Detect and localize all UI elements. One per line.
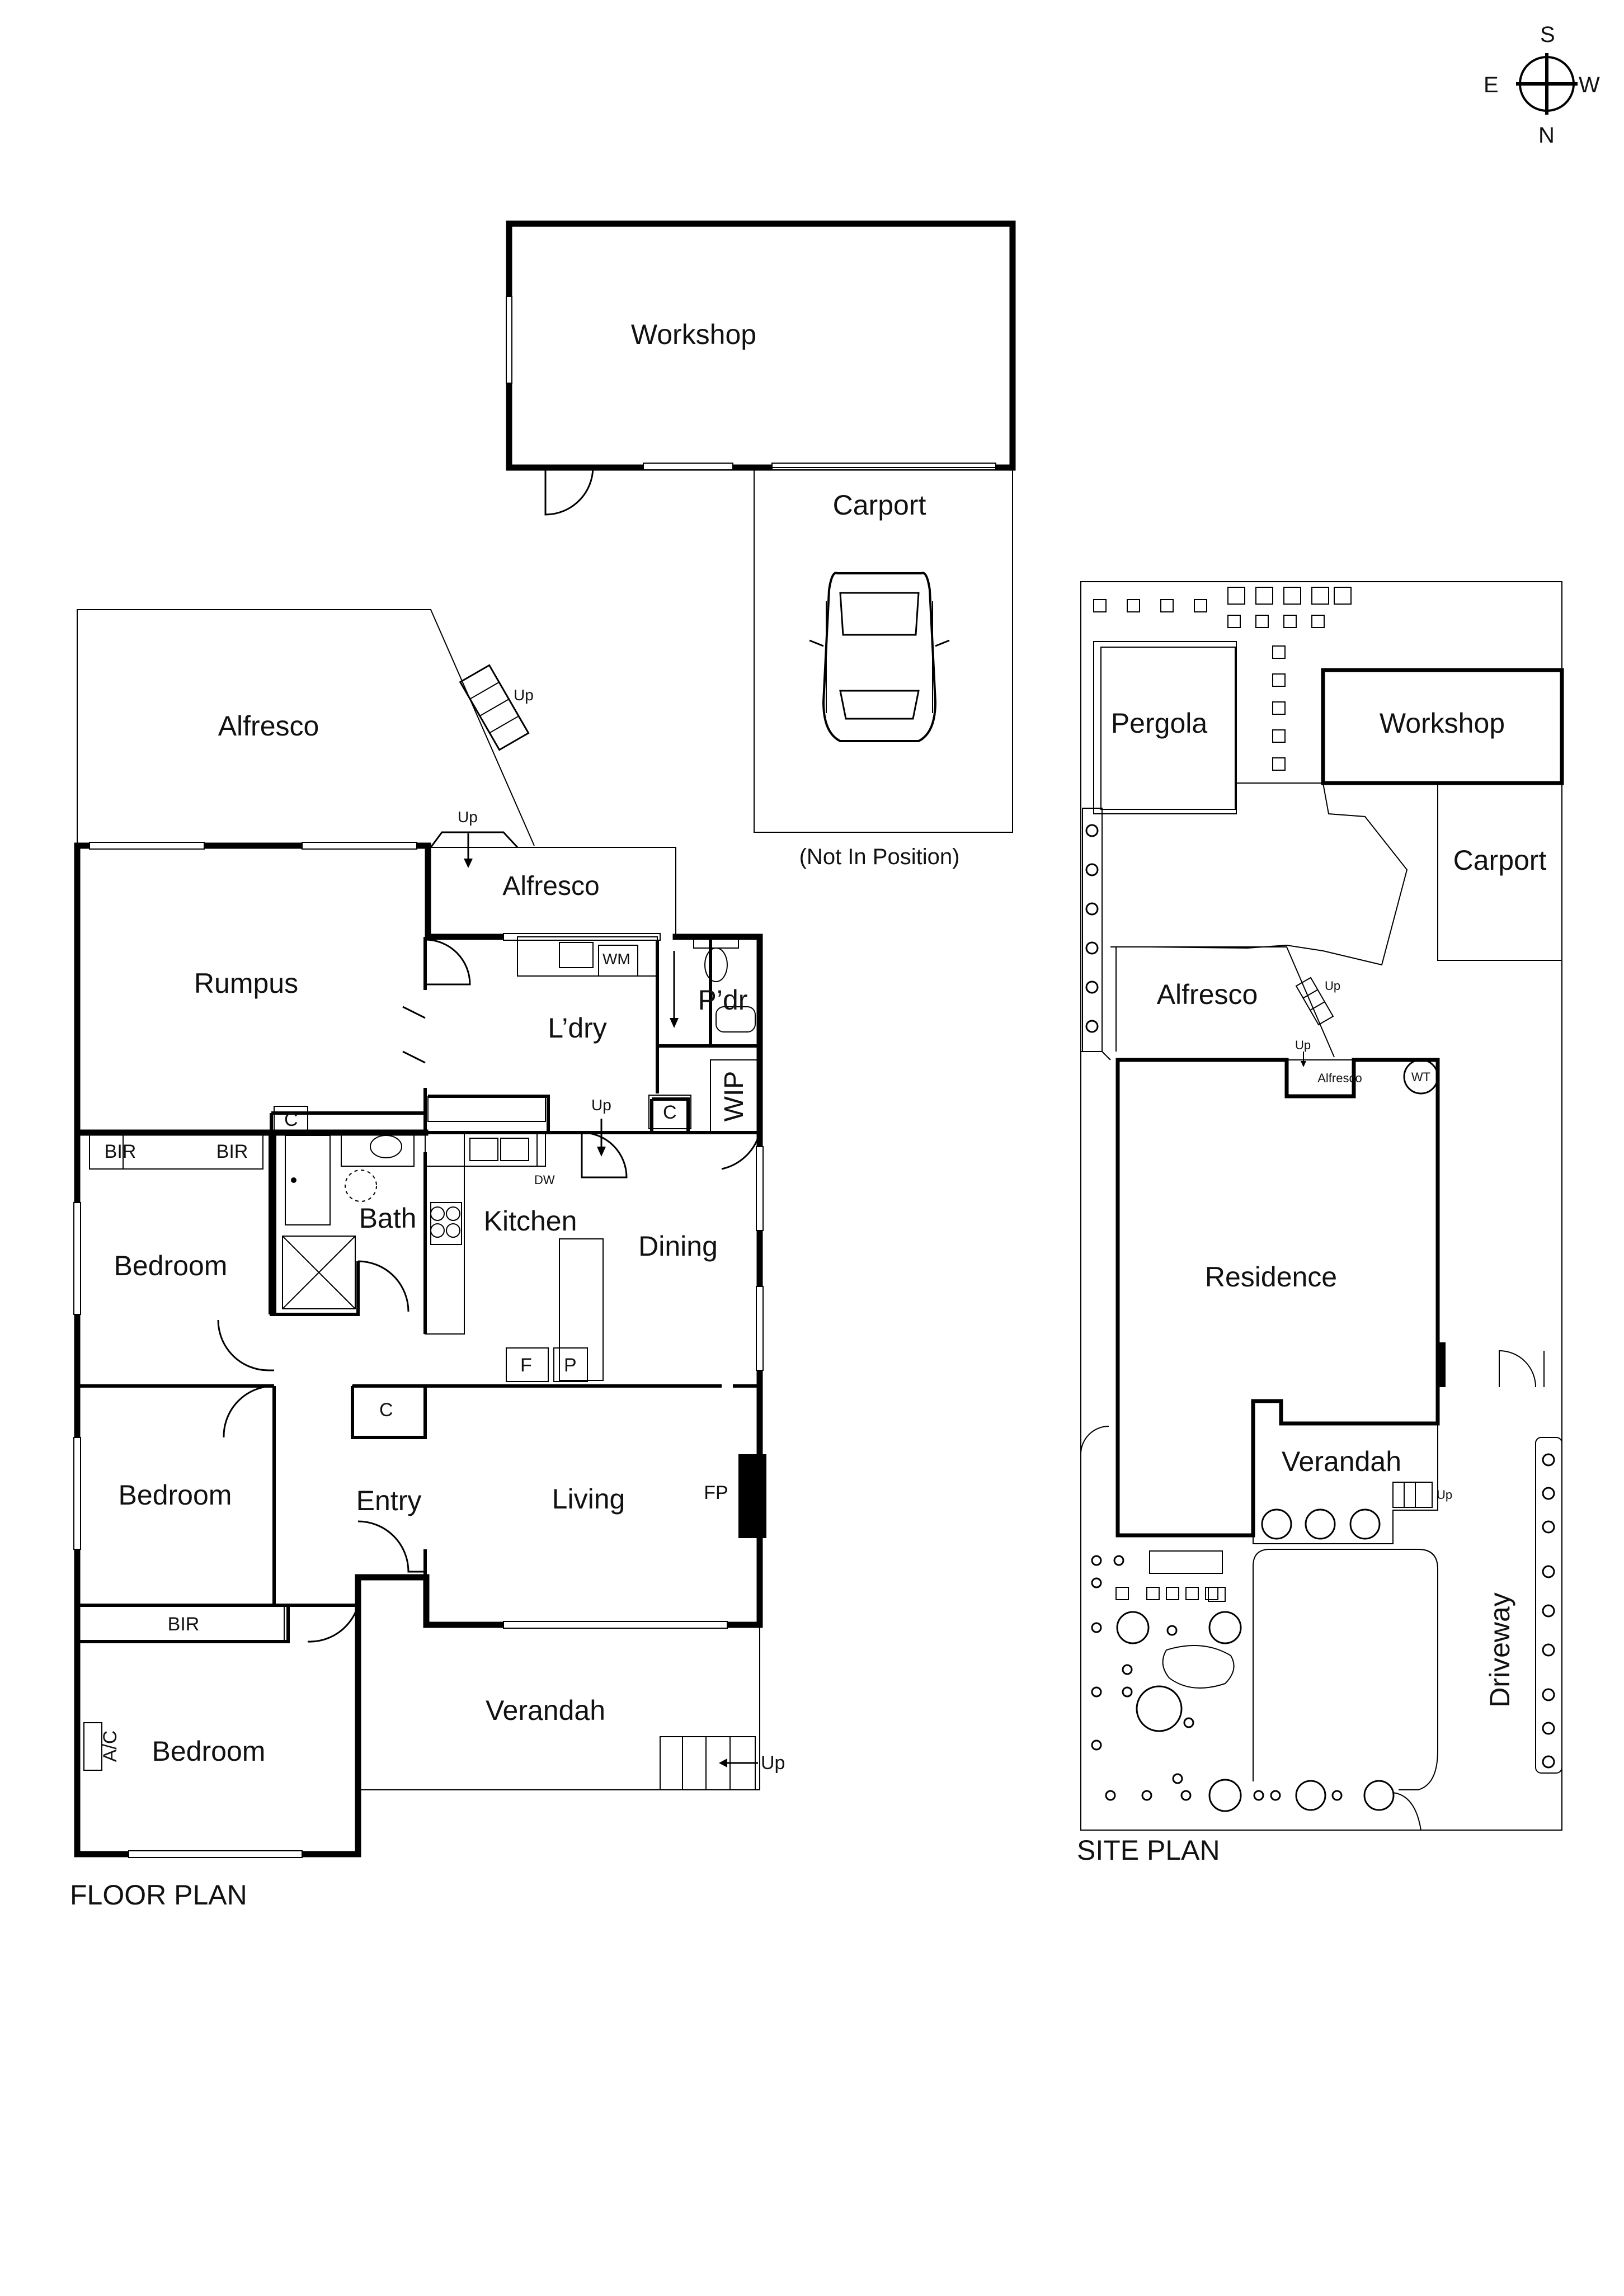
site-carport [1437,782,1562,961]
compass-east: E [1484,73,1499,97]
carport: Carport (Not In Position) [754,467,1013,869]
site-top-planters [1093,587,1352,771]
site-residence-label: Residence [1205,1261,1337,1293]
compass-west: W [1579,73,1600,97]
site-workshop-label: Workshop [1380,708,1505,739]
bedroom-1-label: Bedroom [114,1250,228,1281]
alfresco-up-label: Up [514,686,534,704]
f-label: F [520,1355,532,1376]
laundry-label: L’dry [548,1012,607,1044]
up-arrows: Up Up [458,808,679,1157]
wm-label: WM [602,950,630,968]
site-alfresco [1115,946,1335,1058]
site-right-trees [1542,1453,1555,1769]
verandah-up-label: Up [761,1752,785,1774]
alfresco-inner-up: Up [458,808,478,826]
rumpus-label: Rumpus [194,968,298,999]
site-alfresco-small-label: Alfresco [1317,1071,1362,1085]
doors [217,939,761,1643]
room-labels: Alfresco Rumpus L’dry P’dr Bath Kitchen … [114,871,748,1767]
living-label: Living [552,1483,625,1515]
fireplace [738,1454,766,1538]
workshop-label: Workshop [631,319,756,350]
alfresco-outer-label: Alfresco [218,710,319,742]
fp-label: FP [704,1482,728,1503]
site-boundary [1080,581,1562,1831]
verandah-label: Verandah [486,1695,605,1726]
kitchen-label: Kitchen [484,1205,577,1237]
entry-label: Entry [356,1485,422,1516]
site-alfresco-label: Alfresco [1157,979,1258,1010]
alfresco-steps [459,664,530,751]
powder-label: P’dr [698,984,748,1016]
site-pergola-label: Pergola [1111,708,1208,739]
workshop-door [544,467,594,516]
carport-label: Carport [833,489,926,521]
compass-north: N [1538,123,1555,148]
ac-label: A/C [100,1731,121,1762]
workshop-building: Workshop [506,220,1016,516]
site-up-3: Up [1437,1488,1452,1502]
site-lawn [1253,1549,1438,1781]
site-verandah-label: Verandah [1282,1446,1401,1477]
car-icon [809,572,950,742]
site-alfresco-small [1286,1059,1354,1097]
house-walls [73,831,766,1858]
wip-label: WIP [719,1071,749,1122]
bath-label: Bath [359,1203,417,1234]
c3-label: C [379,1399,393,1421]
site-garden [1091,1508,1395,1812]
fixtures: WM DW F P [77,936,759,1771]
bir3-label: BIR [168,1614,200,1635]
bir1-label: BIR [105,1141,136,1162]
site-driveway-label: Driveway [1484,1592,1515,1708]
dw-label: DW [534,1173,555,1187]
bedroom-3-label: Bedroom [152,1736,266,1767]
bir2-label: BIR [216,1141,248,1162]
site-plan: Pergola Workshop Carport Alfresco Up [1077,581,1564,1866]
compass-south: S [1540,22,1555,47]
floor-plan: Workshop Carport (Not In Position) Alfre… [70,220,1016,1911]
c2-label: C [663,1102,677,1123]
p-label: P [564,1355,577,1376]
bedroom-2-label: Bedroom [119,1479,232,1511]
site-carport-label: Carport [1453,845,1547,876]
site-left-trees [1085,824,1099,1033]
alfresco-inner-label: Alfresco [502,871,599,901]
floor-plan-title: FLOOR PLAN [70,1879,247,1911]
site-up-1: Up [1325,979,1340,993]
verandah-floor: Up [358,1625,785,1790]
compass: S E W N [1484,22,1600,148]
site-wt-label: WT [1411,1070,1430,1084]
site-up-2: Up [1295,1038,1311,1052]
not-in-position-note: (Not In Position) [799,845,960,869]
dining-label: Dining [638,1230,718,1262]
kitchen-up: Up [591,1096,611,1114]
alfresco-outer: Alfresco Up [77,609,535,846]
c1-label: C [284,1109,298,1130]
site-plan-title: SITE PLAN [1077,1835,1220,1866]
